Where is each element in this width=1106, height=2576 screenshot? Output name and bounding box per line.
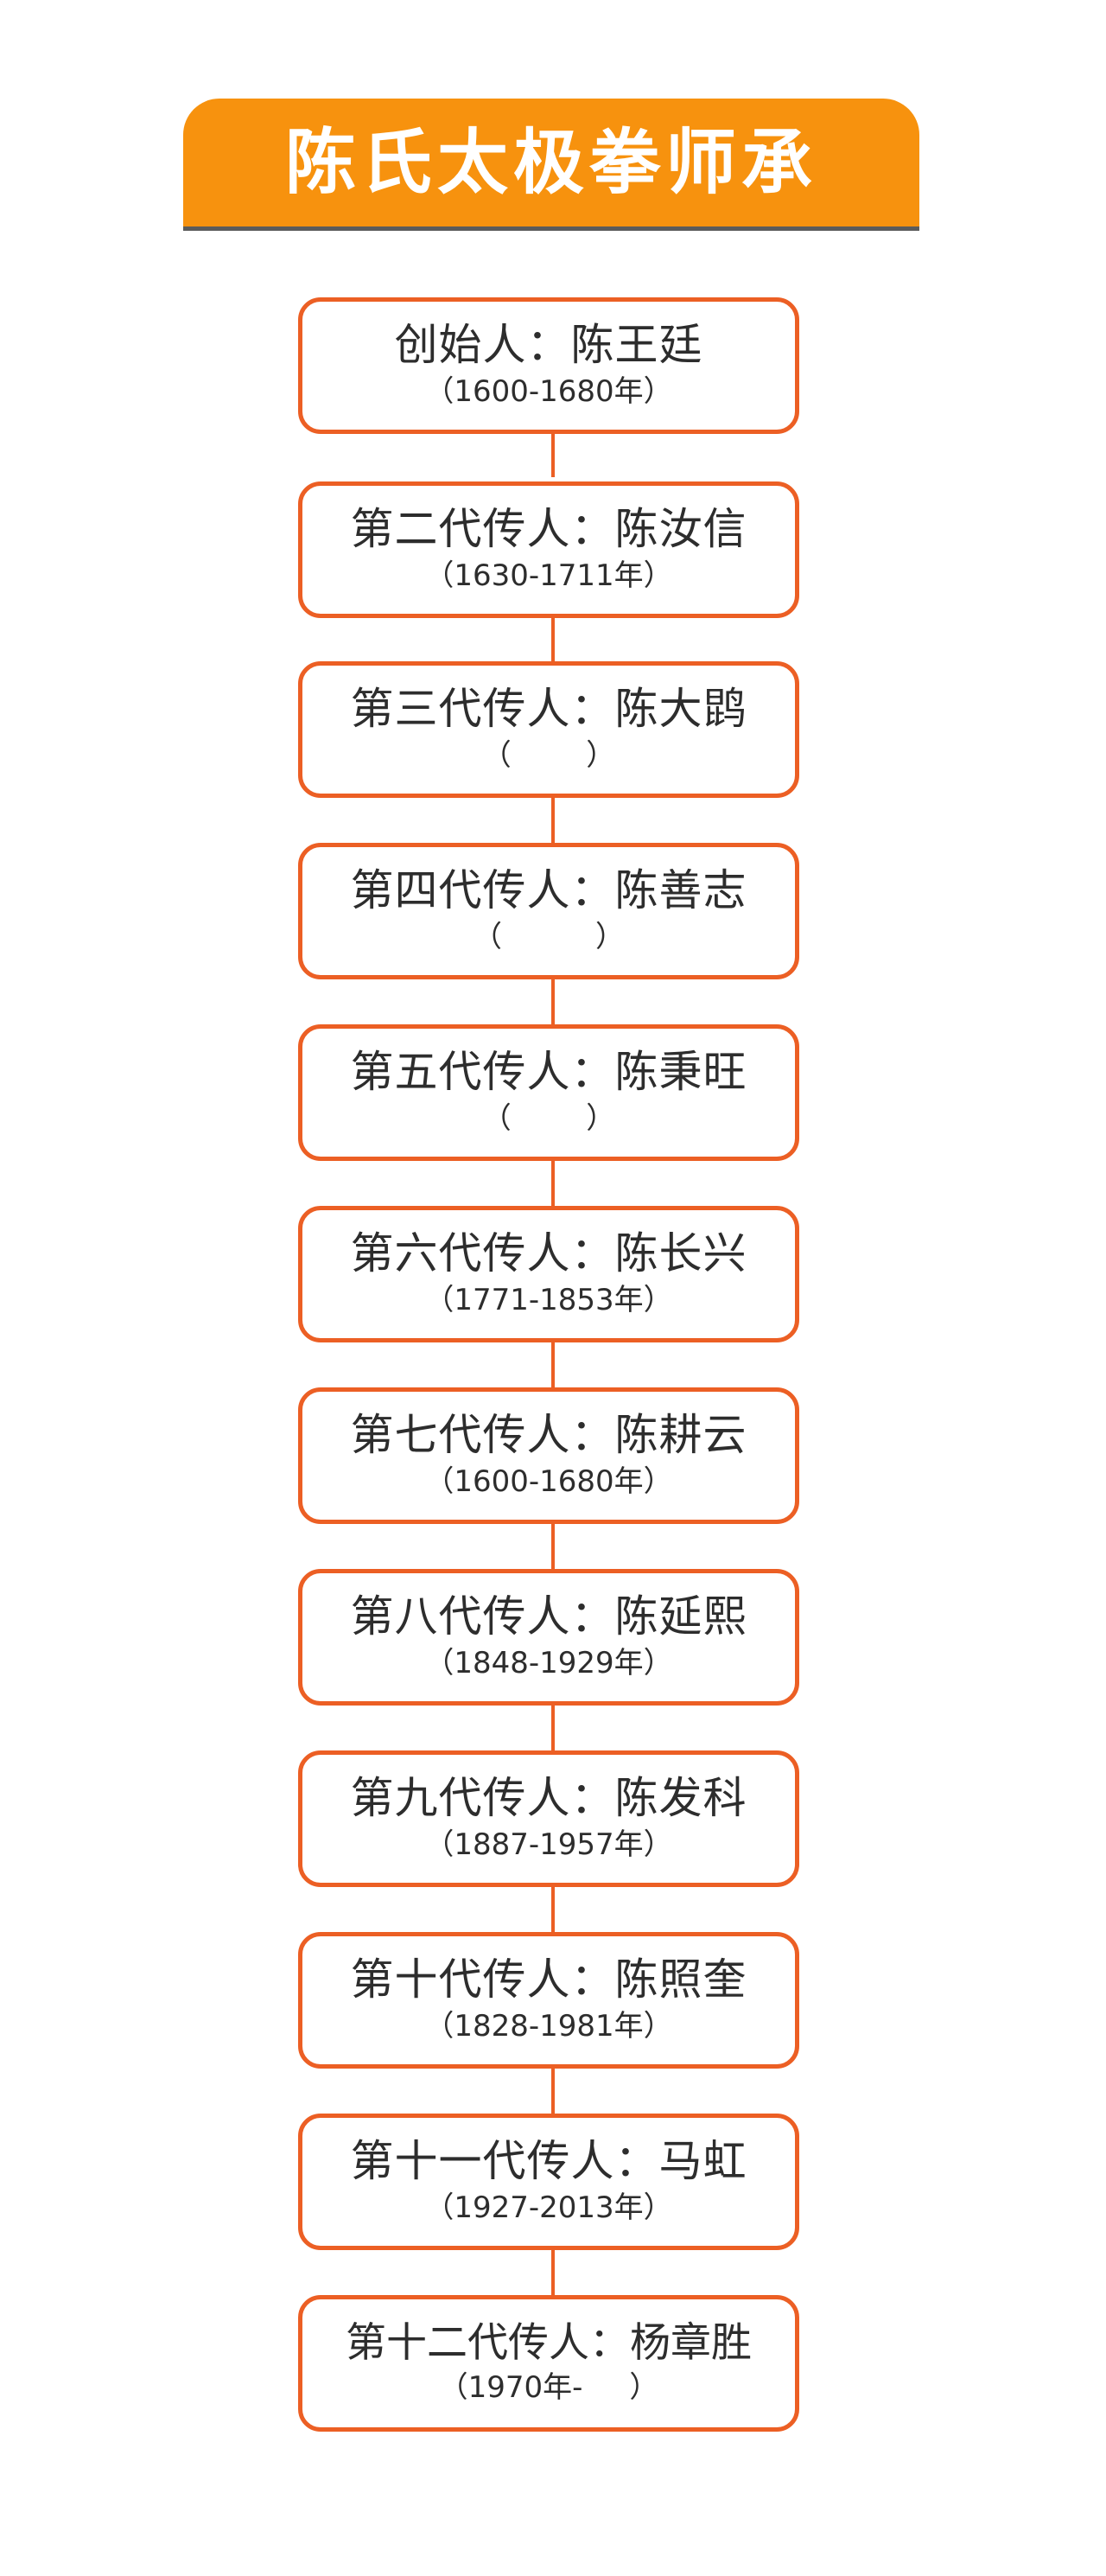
node-dates: （1927-2013年）: [424, 2190, 673, 2226]
connector-line: [551, 1161, 555, 1206]
node-dates: （ ）: [472, 920, 626, 955]
node-title: 第九代传人：陈发科: [350, 1773, 747, 1824]
node-dates: （ ）: [481, 738, 616, 774]
node-dates: （1848-1929年）: [424, 1646, 673, 1681]
lineage-node-founder: 创始人：陈王廷 （1600-1680年）: [298, 297, 799, 434]
node-title: 创始人：陈王廷: [394, 320, 703, 371]
node-dates: （1771-1853年）: [424, 1283, 673, 1318]
node-title: 第十二代传人：杨章胜: [346, 2318, 752, 2367]
node-title: 第七代传人：陈耕云: [350, 1410, 747, 1461]
connector-line: [551, 2069, 555, 2114]
node-dates: （1828-1981年）: [424, 2009, 673, 2044]
node-title: 第三代传人：陈大鹍: [350, 684, 747, 735]
connector-line: [551, 2250, 555, 2295]
connector-line: [551, 1342, 555, 1387]
connector-line: [551, 1887, 555, 1932]
node-title: 第十一代传人：马虹: [350, 2136, 747, 2187]
node-dates: （1630-1711年）: [424, 558, 673, 594]
node-title: 第十代传人：陈照奎: [350, 1954, 747, 2005]
node-dates: （1600-1680年）: [424, 374, 673, 410]
node-title: 第六代传人：陈长兴: [350, 1228, 747, 1279]
lineage-node-gen-7: 第七代传人：陈耕云 （1600-1680年）: [298, 1387, 799, 1524]
connector-line: [551, 979, 555, 1024]
lineage-node-gen-6: 第六代传人：陈长兴 （1771-1853年）: [298, 1206, 799, 1342]
node-dates: （ ）: [481, 1101, 616, 1137]
connector-line: [551, 434, 555, 477]
connector-line: [551, 1706, 555, 1750]
lineage-node-gen-4: 第四代传人：陈善志 （ ）: [298, 843, 799, 979]
page-title: 陈氏太极拳师承: [284, 122, 817, 204]
lineage-node-gen-9: 第九代传人：陈发科 （1887-1957年）: [298, 1750, 799, 1887]
node-title: 第五代传人：陈秉旺: [350, 1047, 747, 1098]
lineage-node-gen-3: 第三代传人：陈大鹍 （ ）: [298, 661, 799, 798]
node-dates: （1970年- ）: [438, 2370, 659, 2406]
connector-line: [551, 1524, 555, 1569]
connector-line: [551, 798, 555, 843]
connector-line: [551, 618, 555, 661]
banner-underline: [183, 226, 919, 231]
title-banner: 陈氏太极拳师承: [183, 99, 919, 228]
lineage-node-gen-5: 第五代传人：陈秉旺 （ ）: [298, 1024, 799, 1161]
lineage-node-gen-11: 第十一代传人：马虹 （1927-2013年）: [298, 2114, 799, 2250]
node-title: 第二代传人：陈汝信: [350, 504, 747, 555]
node-dates: （1600-1680年）: [424, 1464, 673, 1500]
lineage-node-gen-10: 第十代传人：陈照奎 （1828-1981年）: [298, 1932, 799, 2069]
node-title: 第八代传人：陈延熙: [350, 1591, 747, 1642]
node-title: 第四代传人：陈善志: [350, 865, 747, 916]
node-dates: （1887-1957年）: [424, 1827, 673, 1863]
lineage-node-gen-12: 第十二代传人：杨章胜 （1970年- ）: [298, 2295, 799, 2432]
lineage-node-gen-2: 第二代传人：陈汝信 （1630-1711年）: [298, 481, 799, 618]
lineage-node-gen-8: 第八代传人：陈延熙 （1848-1929年）: [298, 1569, 799, 1706]
